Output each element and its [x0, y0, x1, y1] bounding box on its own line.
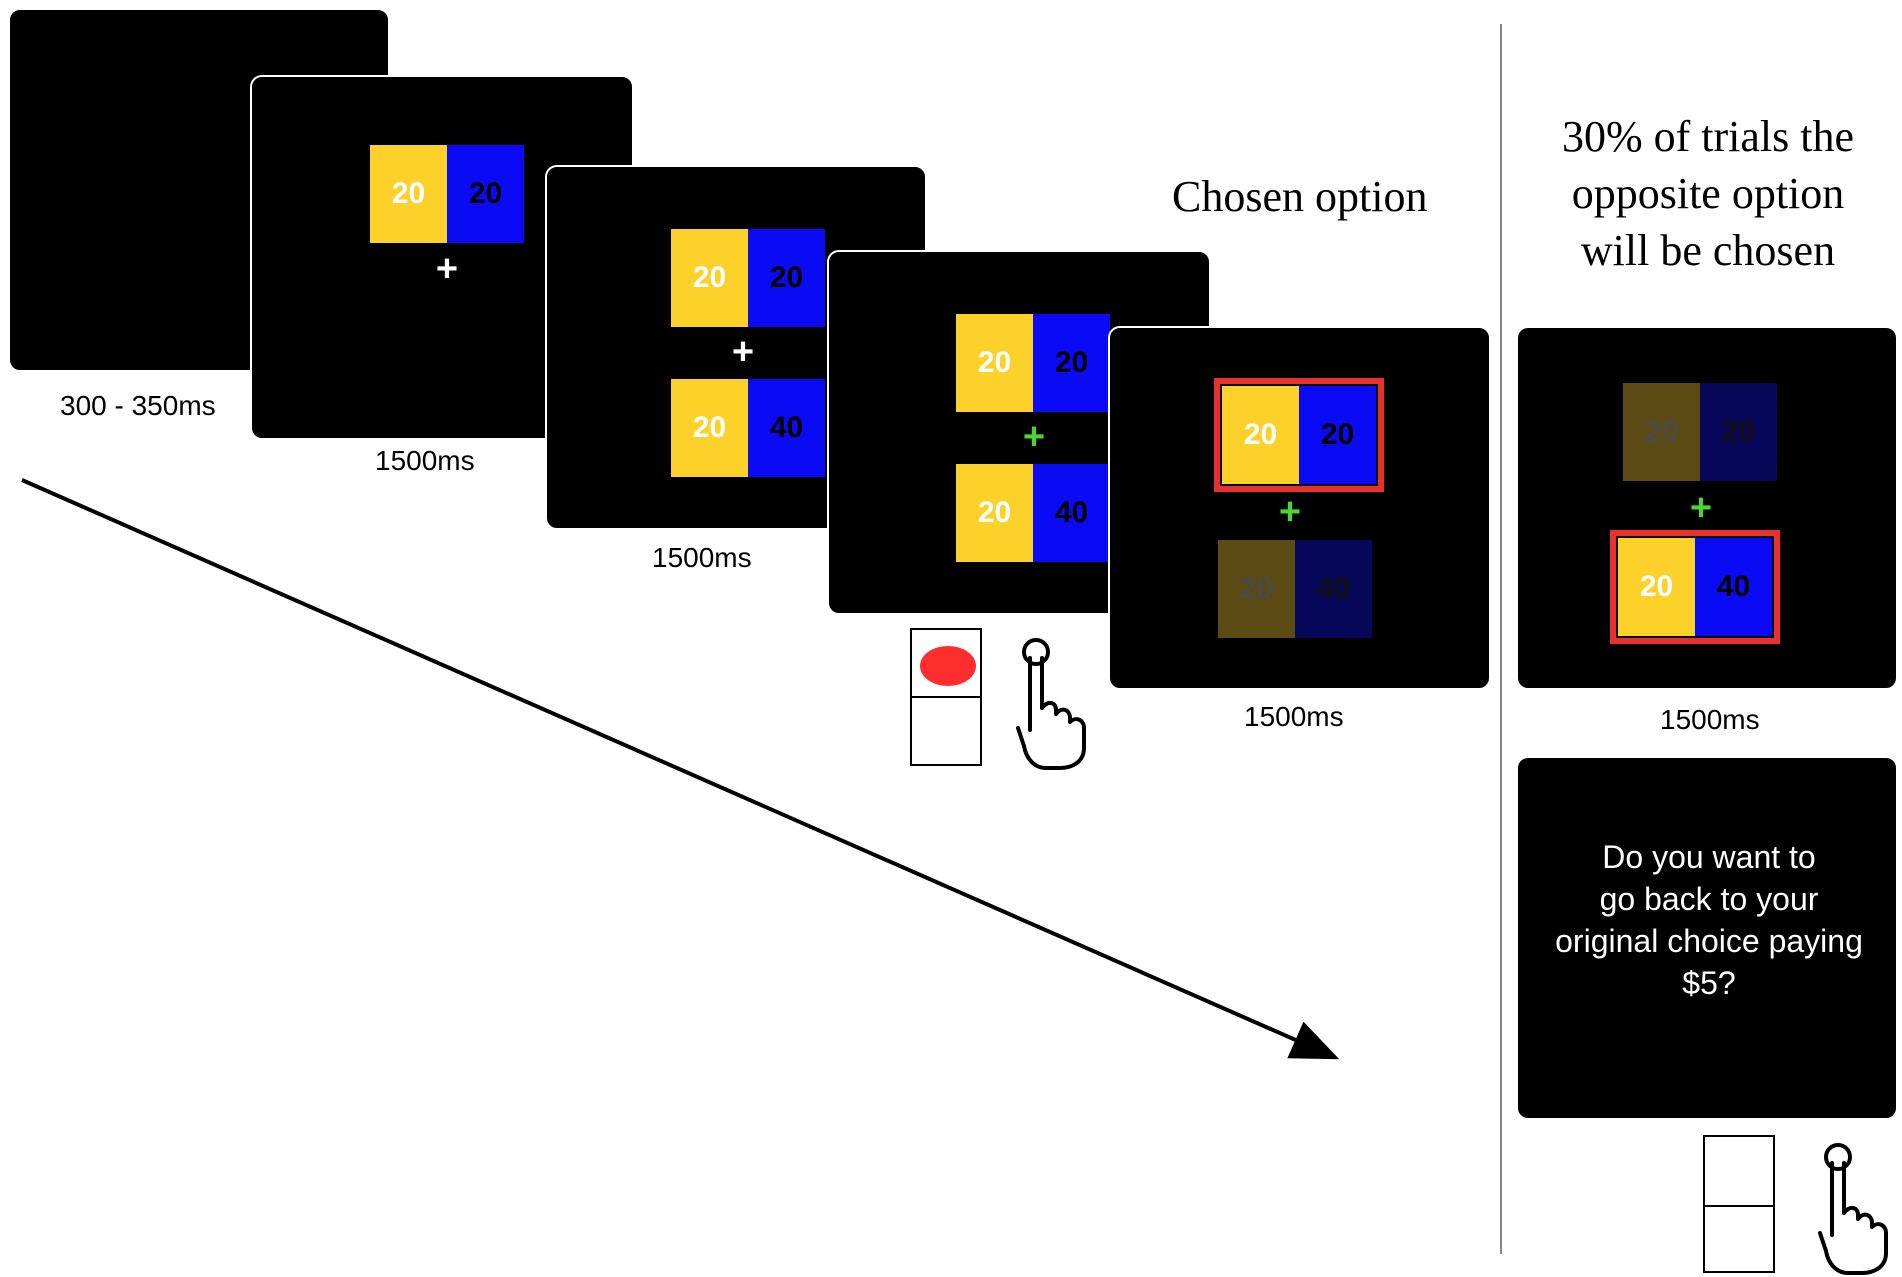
option-yellow-value: 20 [956, 314, 1033, 412]
option-yellow-value: 20 [671, 229, 748, 327]
question-line-3: original choice paying [1555, 923, 1863, 959]
option-blue-value: 20 [748, 229, 825, 327]
opposite-option-caption: 30% of trials the opposite option will b… [1518, 108, 1898, 279]
option-yellow-value: 20 [1618, 538, 1695, 636]
button-divider [912, 696, 980, 698]
question-text: Do you want to go back to your original … [1518, 836, 1900, 1004]
option-blue-value: 40 [1033, 464, 1110, 562]
question-line-2: go back to your [1599, 881, 1819, 917]
option-blue-value: 20 [1299, 386, 1376, 484]
caption-line-1: 30% of trials the [1561, 112, 1855, 161]
option-yellow-value: 20 [1222, 386, 1299, 484]
fixation-cross: + [731, 331, 755, 373]
option-pair-bottom: 20 40 [671, 379, 825, 477]
option-blue-value: 20 [1700, 383, 1777, 481]
option-pair-bottom: 20 40 [956, 464, 1110, 562]
option-pair-top-highlighted: 20 20 [1214, 378, 1384, 492]
duration-label-6: 1500ms [1660, 704, 1760, 735]
option-pair-top: 20 20 [370, 145, 524, 243]
option-pair-top: 20 20 [671, 229, 825, 327]
pointing-hand-icon [1016, 638, 1086, 770]
fixation-cross-green: + [1689, 487, 1713, 529]
screen-question: Do you want to go back to your original … [1516, 756, 1898, 1120]
fixation-cross-green: + [1022, 416, 1046, 458]
fixation-cross-green: + [1278, 491, 1302, 533]
option-blue-value: 40 [1695, 538, 1772, 636]
question-line-1: Do you want to [1602, 839, 1816, 875]
screen-chosen-option: 20 20 + 20 40 [1108, 326, 1491, 690]
option-pair-bottom-highlighted: 20 40 [1610, 530, 1780, 644]
option-pair-top-dimmed: 20 20 [1623, 383, 1777, 481]
option-yellow-value: 20 [1623, 383, 1700, 481]
option-yellow-value: 20 [1218, 540, 1295, 638]
section-divider [1500, 24, 1502, 1254]
button-divider [1705, 1205, 1773, 1207]
option-yellow-value: 20 [956, 464, 1033, 562]
option-pair-bottom-dimmed: 20 40 [1218, 540, 1372, 638]
option-blue-value: 20 [447, 145, 524, 243]
duration-label-2: 1500ms [375, 445, 475, 476]
response-button-box [910, 628, 982, 766]
question-line-4: $5? [1682, 965, 1736, 1001]
duration-label-3: 1500ms [652, 542, 752, 573]
option-blue-value: 20 [1033, 314, 1110, 412]
screen-opposite-chosen: 20 20 + 20 40 [1516, 326, 1898, 690]
option-yellow-value: 20 [370, 145, 447, 243]
time-arrow [21, 478, 1340, 1060]
fixation-cross: + [435, 248, 459, 290]
pointing-hand-icon-2 [1818, 1143, 1888, 1275]
option-blue-value: 40 [748, 379, 825, 477]
duration-label-5: 1500ms [1244, 701, 1344, 732]
option-pair-top: 20 20 [956, 314, 1110, 412]
duration-label-1: 300 - 350ms [60, 390, 216, 421]
caption-line-2: opposite option [1571, 169, 1845, 218]
caption-line-3: will be chosen [1580, 226, 1836, 275]
option-blue-value: 40 [1295, 540, 1372, 638]
red-button-icon [920, 646, 976, 686]
response-button-box-empty [1703, 1135, 1775, 1273]
chosen-option-caption: Chosen option [1172, 172, 1428, 221]
option-yellow-value: 20 [671, 379, 748, 477]
